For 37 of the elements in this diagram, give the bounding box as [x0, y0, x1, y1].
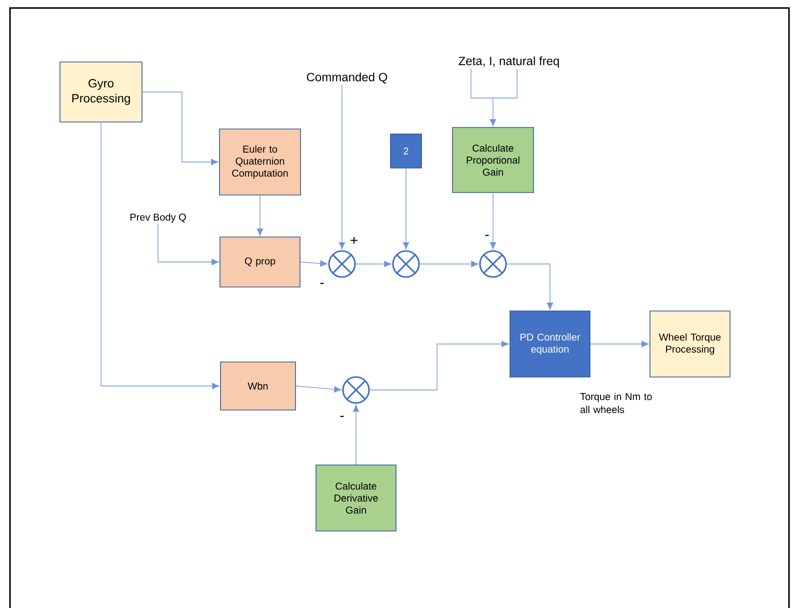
- controller-box: PD Controller equation: [510, 310, 590, 378]
- arrow: [256, 195, 264, 236]
- arrow: [300, 260, 328, 267]
- gain-box: 2: [390, 134, 422, 168]
- arrow: [470, 68, 518, 126]
- summing-junction: [392, 250, 420, 278]
- sign-label: -: [485, 234, 489, 236]
- sign-label: -: [320, 282, 324, 284]
- process-box: Gyro Processing: [60, 62, 142, 122]
- process-box: Euler to Quaternion Computation: [219, 128, 301, 196]
- note-text: Torque in Nm to all wheels: [580, 392, 652, 414]
- summing-junction: [479, 250, 507, 278]
- arrow: [490, 192, 496, 250]
- arrow: [142, 92, 218, 166]
- process-box: Calculate Proportional Gain: [452, 127, 534, 193]
- arrow: [296, 386, 342, 392]
- process-box: Calculate Derivative Gain: [316, 464, 396, 532]
- summing-junction: [328, 250, 356, 278]
- process-box: Wbn: [220, 362, 296, 410]
- summing-junction: [342, 376, 370, 404]
- input-label: Zeta, I, natural freq: [458, 56, 559, 68]
- arrow: [158, 224, 219, 266]
- arrow: [100, 122, 220, 390]
- arrow: [338, 84, 346, 250]
- arrow: [355, 260, 392, 268]
- input-label: Prev Body Q: [130, 213, 186, 223]
- arrow: [506, 264, 554, 310]
- input-label: Commanded Q: [306, 72, 388, 84]
- sign-label: +: [350, 236, 358, 244]
- sign-label: -: [340, 416, 344, 417]
- arrow: [419, 260, 478, 268]
- process-box: Wheel Torque Processing: [650, 310, 730, 378]
- arrow: [590, 340, 649, 348]
- arrow: [352, 404, 360, 465]
- arrow: [369, 340, 509, 390]
- process-box: Q prop: [220, 236, 300, 288]
- arrow: [402, 168, 410, 250]
